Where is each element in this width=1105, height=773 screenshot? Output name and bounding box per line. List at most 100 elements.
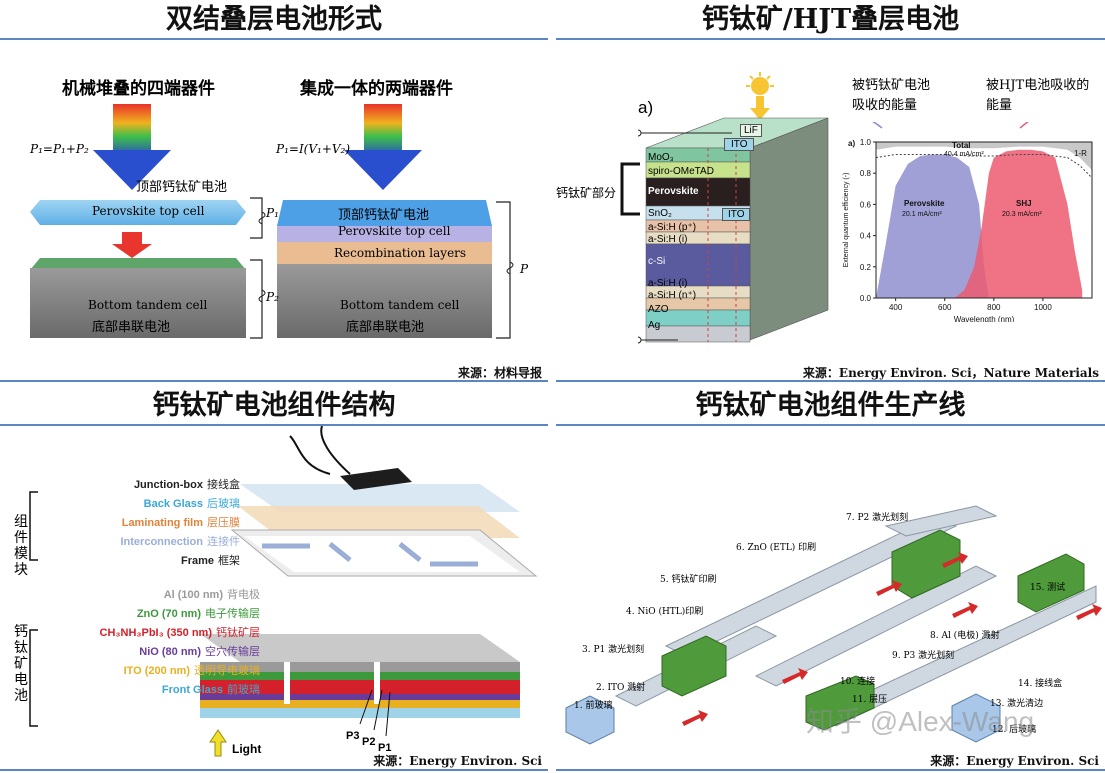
top-cell-right <box>277 200 492 226</box>
panel-perovskite-hjt: 钙钛矿/HJT叠层电池 a) LiF ITO MoO₃ spiro-OMeTAD… <box>556 0 1105 382</box>
sunlight-arrow-right <box>344 104 422 190</box>
production-step-3: 3. P1 激光划刻 <box>582 645 645 655</box>
module-group-label: 组件模块 <box>14 514 28 578</box>
y-tick-label: 0.2 <box>860 263 872 272</box>
annotation-arrow-right <box>1019 122 1029 129</box>
perovskite-series-label: Perovskite <box>904 199 945 208</box>
production-step-5: 5. 钙钛矿印刷 <box>660 575 717 585</box>
divider <box>0 424 548 426</box>
bottom-cell-cn-right: 底部串联电池 <box>346 320 425 335</box>
bottom-cell-en-right: Bottom tandem cell <box>340 298 460 312</box>
divider <box>0 380 548 382</box>
layer-ag <box>645 325 751 343</box>
cell-group-label: 钙钛矿电池 <box>14 624 28 704</box>
source-note: 来源：Energy Environ. Sci <box>373 754 542 768</box>
recombination-label: Recombination layers <box>334 246 467 260</box>
production-step-9: 9. P3 激光划刻 <box>892 651 955 661</box>
two-terminal-heading: 集成一体的两端器件 <box>300 79 453 99</box>
panel-title: 钙钛矿电池组件结构 <box>152 390 396 421</box>
module-layer-label-en: Interconnection <box>120 536 203 548</box>
scribe-lines <box>284 662 380 704</box>
module-layer-label-cn: 层压膜 <box>207 516 240 529</box>
divider <box>0 38 548 40</box>
series-shj-area <box>954 149 1083 298</box>
power-p1: P₁ <box>266 206 279 220</box>
panel-title: 钙钛矿/HJT叠层电池 <box>701 4 960 35</box>
cell-layer-label-en: Front Glass <box>161 684 223 696</box>
layer-label-asi-i: a-Si:H (i) <box>648 234 688 245</box>
tandem-forms-diagram <box>30 104 514 339</box>
divider <box>0 769 548 771</box>
al-layer-top <box>200 634 520 662</box>
scribe-p2: P2 <box>362 736 376 748</box>
cell-layer-label-en: NiO (80 nm) <box>139 646 201 658</box>
module-layer-label-3: Interconnection 连接件 <box>120 533 240 549</box>
x-tick-label: 600 <box>938 303 952 312</box>
bottom-cell-right <box>277 264 492 338</box>
top-cell-left <box>30 200 246 225</box>
x-tick-label: 800 <box>987 303 1001 312</box>
layer-label-asi-p: a-Si:H (p⁺) <box>648 222 697 233</box>
one-minus-r-label: 1-R <box>1074 149 1087 158</box>
layer-label-ag: Ag <box>648 320 661 331</box>
y-tick-label: 0.4 <box>860 232 872 241</box>
production-step-7: 7. P2 激光划刻 <box>846 513 909 523</box>
sunlight-arrow-left <box>93 104 171 190</box>
scribe-p3: P3 <box>346 730 360 742</box>
top-cell-en-left: Perovskite top cell <box>92 204 205 218</box>
cell-layer-label-cn: 电子传输层 <box>205 607 260 620</box>
x-tick-label: 1000 <box>1034 303 1052 312</box>
cell-layer-label-cn: 钙钛矿层 <box>216 626 260 639</box>
total-label: Total <box>952 141 971 150</box>
cell-layer-label-en: Al (100 nm) <box>163 589 223 601</box>
panel-label-a: a) <box>638 98 654 117</box>
tandem-stack-diagram <box>638 117 829 344</box>
scribe-pointers <box>359 689 391 737</box>
source-note: 来源：材料导报 <box>457 366 542 380</box>
cell-layer-label-3: NiO (80 nm)空穴传输层 <box>139 643 260 659</box>
total-value: 40.4 mA/cm² <box>944 151 984 158</box>
total-curve <box>875 153 1093 179</box>
cell-layer-label-cn: 透明导电玻璃 <box>194 664 260 677</box>
flow-arrows <box>682 552 1102 726</box>
production-step-13: 13. 激光清边 <box>990 699 1044 709</box>
production-step-12: 12. 后玻璃 <box>992 725 1037 735</box>
divider <box>556 424 1105 426</box>
production-step-11: 11. 层压 <box>852 695 888 705</box>
cell-layer-label-4: ITO (200 nm)透明导电玻璃 <box>124 662 260 678</box>
series-perovskite-area <box>876 154 989 298</box>
module-layer-label-cn: 连接件 <box>207 535 240 548</box>
annotation-hjt-absorbed: 被HJT电池吸收的能量 <box>986 78 1090 113</box>
x-tick-label: 400 <box>889 303 903 312</box>
module-layer-label-en: Laminating film <box>121 517 203 529</box>
layer-label-csi: c-Si <box>648 256 666 267</box>
layer-label-ito-top: ITO <box>724 138 755 151</box>
y-tick-label: 0.8 <box>860 169 872 178</box>
bottom-cell-cn-left: 底部串联电池 <box>92 320 171 335</box>
layer-label-azo: AZO <box>648 304 669 315</box>
chart-panel-label: a) <box>848 139 855 148</box>
production-step-4: 4. NiO (HTL)印刷 <box>626 607 704 617</box>
cell-layer-label-en: ZnO (70 nm) <box>136 608 201 620</box>
module-layer-label-cn: 接线盒 <box>207 478 240 491</box>
cell-layer-label-0: Al (100 nm)背电极 <box>164 586 260 602</box>
sun-icon <box>746 72 774 120</box>
production-step-14: 14. 接线盒 <box>1018 679 1063 689</box>
module-exploded-view <box>29 426 538 757</box>
panel-title: 钙钛矿电池组件生产线 <box>695 390 966 421</box>
module-layer-label-en: Back Glass <box>143 498 203 510</box>
layer-c-si <box>645 243 751 287</box>
scribe-p1: P1 <box>378 742 392 754</box>
source-note: 来源：Energy Environ. Sci，Nature Materials <box>802 366 1099 380</box>
layer-label-spiro: spiro-OMeTAD <box>648 166 714 177</box>
light-arrow-icon <box>209 729 227 757</box>
shj-series-label: SHJ <box>1016 199 1032 208</box>
panel-module-structure: 钙钛矿电池组件结构 <box>0 386 548 773</box>
interconnection-bars <box>262 542 478 567</box>
cell-layer-label-2: CH₃NH₃PbI₃ (350 nm) 钙钛矿层 <box>100 624 260 640</box>
glass-stacks <box>565 693 1001 745</box>
cell-layer-label-en: CH₃NH₃PbI₃ (350 nm) <box>99 627 212 639</box>
divider <box>556 769 1105 771</box>
